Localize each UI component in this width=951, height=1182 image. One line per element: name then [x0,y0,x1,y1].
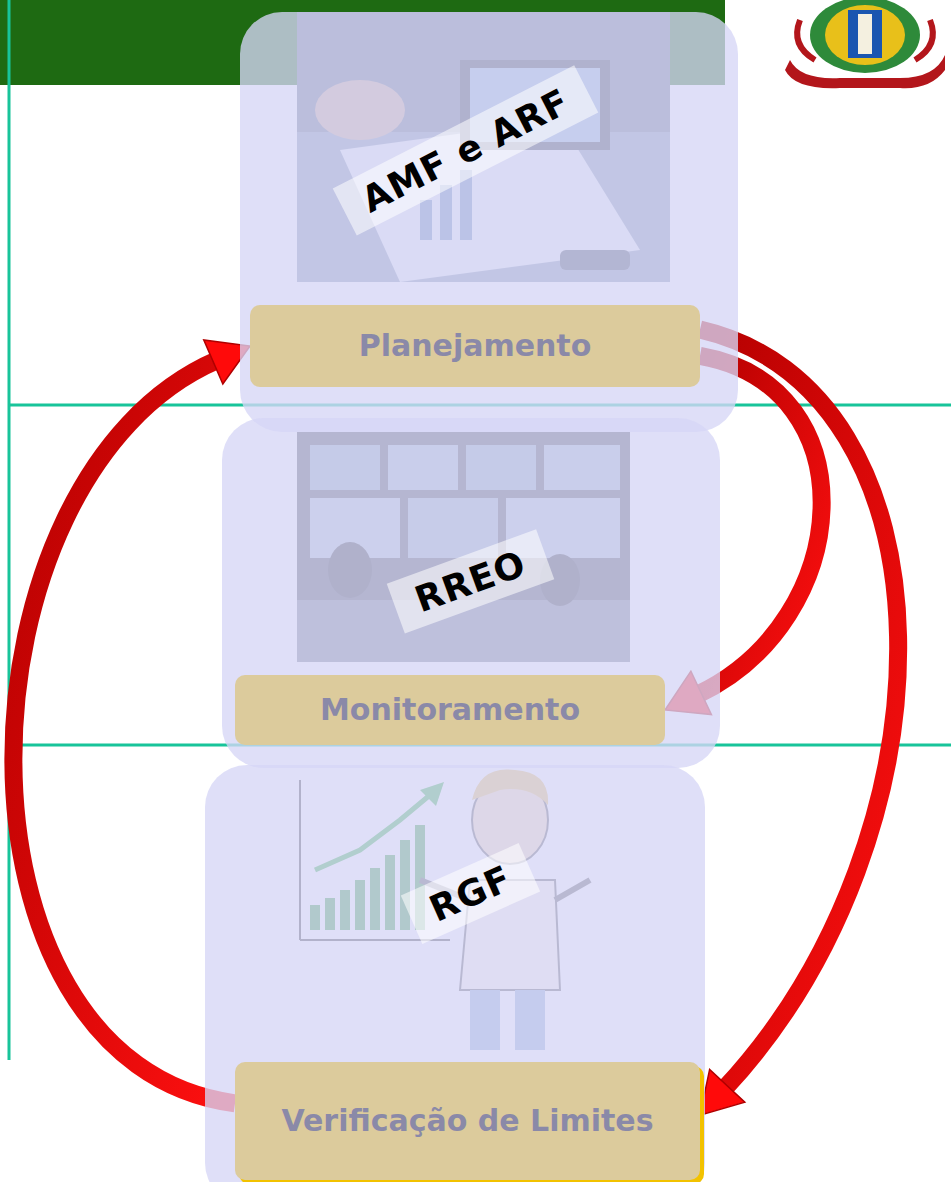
report-band: AMF e ARF [332,65,597,235]
arrow-body [13,360,235,1103]
stage-label: Monitoramento [235,675,665,745]
arrow-body [700,330,898,1089]
stage-label: Verificação de Limites [235,1062,700,1180]
stage-title: Planejamento [359,328,592,364]
logo [776,0,951,88]
curved-arrow [700,330,898,1116]
stage-panel: RREO Monitoramento [222,418,720,768]
report-band: RGF [400,843,539,944]
stage-label: Planejamento [250,305,700,387]
arrow-head [700,1069,745,1115]
stage-panel: RGF Verificação de Limites [205,765,705,1182]
stage-title: Verificação de Limites [281,1103,653,1139]
divider-line [8,0,11,1060]
stage-panel: AMF e ARF Planejamento [240,12,738,432]
report-band: RREO [386,529,553,633]
stage-title: Monitoramento [320,692,580,728]
